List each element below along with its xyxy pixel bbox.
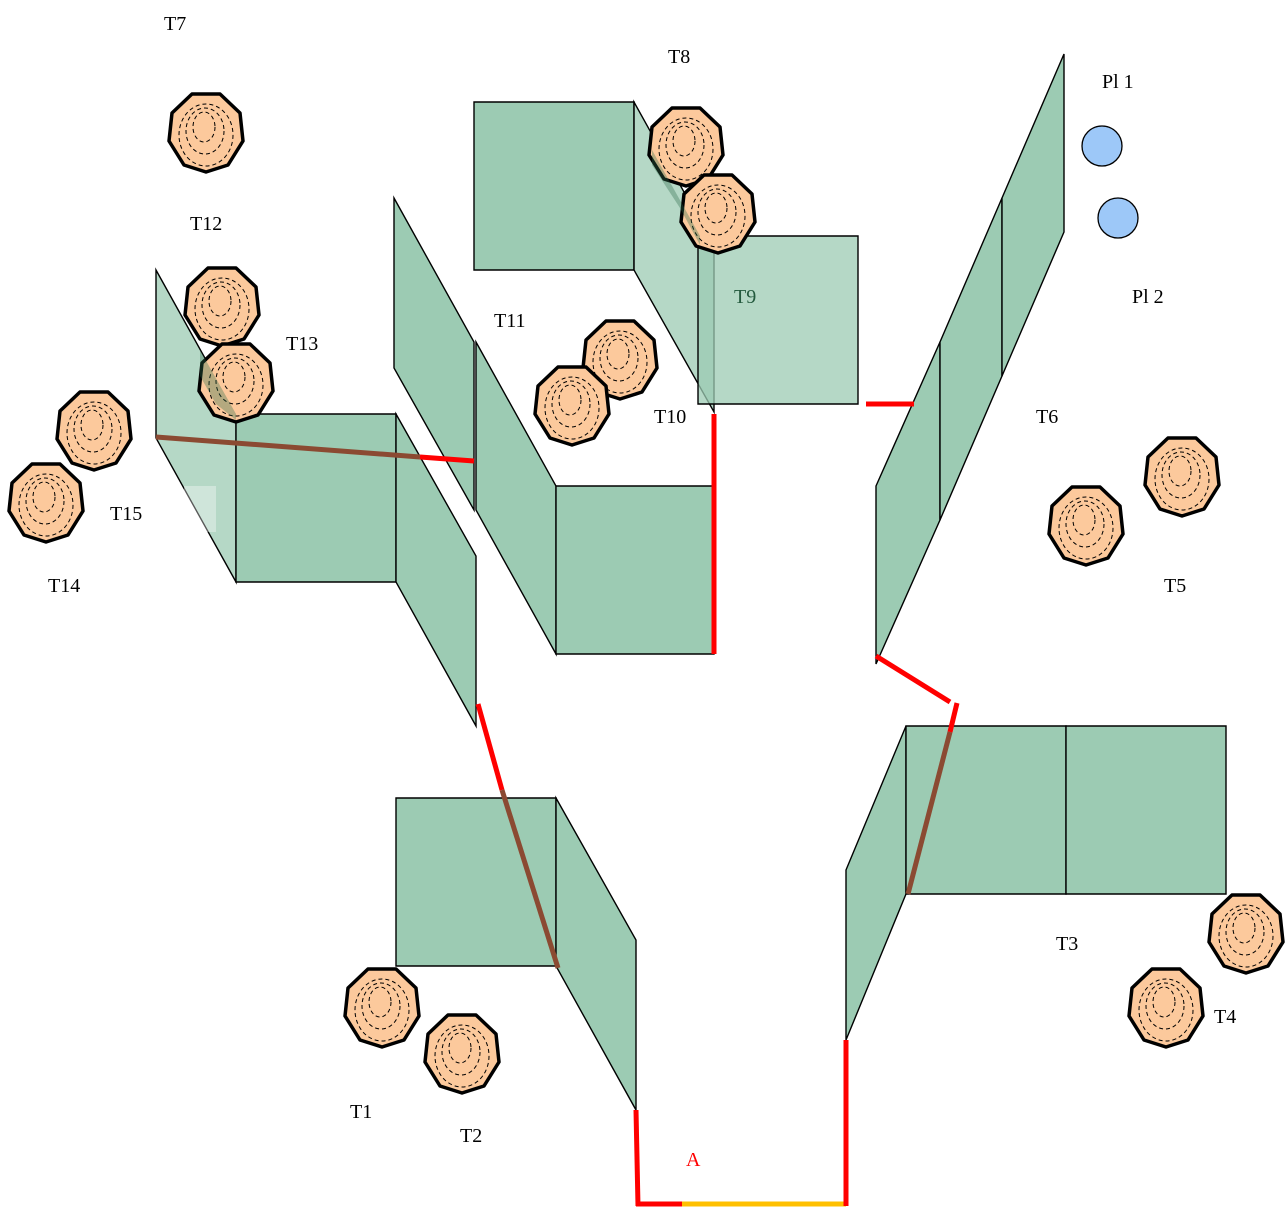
- overlap-shade: [652, 150, 700, 245]
- panel-bl-slant: [555, 795, 637, 1113]
- label-t7: T7: [164, 13, 186, 35]
- pl-markers: [1081, 125, 1139, 239]
- label-t4: T4: [1214, 1006, 1236, 1028]
- building-middle: [393, 195, 715, 657]
- tree-icon: [533, 365, 611, 447]
- tree-icon: [343, 967, 421, 1049]
- wall-red-gate-left: [633, 1109, 641, 1207]
- label-t8: T8: [668, 46, 690, 68]
- label-t15: T15: [110, 503, 142, 525]
- window-highlight: [184, 486, 216, 532]
- pl-marker-icon: [1081, 125, 1123, 167]
- panel-right-3: [1001, 53, 1065, 377]
- panel-top-square: [473, 101, 635, 271]
- walls: [155, 401, 960, 1207]
- label-t13: T13: [286, 333, 318, 355]
- overlap-shade: [200, 350, 236, 420]
- label-pl2: Pl 2: [1132, 286, 1164, 308]
- tree-icon: [183, 266, 261, 348]
- label-t9: T9: [734, 286, 756, 308]
- panel-br-square-2: [1065, 725, 1227, 895]
- tree-icon: [1047, 485, 1125, 567]
- label-t10: T10: [654, 406, 686, 428]
- wall-red-left-diag: [475, 703, 505, 791]
- tree-icon: [1207, 893, 1285, 975]
- panel-top-square-right: [697, 235, 859, 405]
- label-t12: T12: [190, 213, 222, 235]
- panel-tl-square: [235, 413, 397, 583]
- panel-right-1: [875, 341, 941, 665]
- label-t2: T2: [460, 1125, 482, 1147]
- label-a: A: [686, 1149, 701, 1171]
- panel-tl-slant-right: [395, 411, 477, 729]
- building-top-left: [155, 267, 477, 729]
- wall-red-top-left: [419, 454, 475, 464]
- panel-br-slant: [845, 725, 907, 1041]
- tree-icon: [7, 462, 85, 544]
- panel-mid-square: [555, 485, 715, 655]
- label-t3: T3: [1056, 933, 1078, 955]
- label-t5: T5: [1164, 575, 1186, 597]
- tree-icon: [167, 92, 245, 174]
- wall-red-right-diag: [874, 653, 952, 705]
- wall-red-right-small: [947, 702, 960, 733]
- label-t6: T6: [1036, 406, 1058, 428]
- label-pl1: Pl 1: [1102, 71, 1134, 93]
- tree-icon: [1143, 436, 1221, 518]
- wall-brown-top-left: [155, 434, 421, 460]
- labels: T7 T8 Pl 1 T12 T9 Pl 2 T11 T13 T10 T6 T1…: [48, 13, 1236, 1171]
- label-t14: T14: [48, 575, 80, 597]
- building-right: [875, 53, 1065, 665]
- building-bottom-right: [845, 725, 1227, 1041]
- tree-icon: [1127, 967, 1205, 1049]
- wall-brown-left: [499, 789, 561, 969]
- tree-icon: [55, 390, 133, 472]
- pl-marker-icon: [1097, 197, 1139, 239]
- tree-icon: [423, 1013, 501, 1095]
- label-t11: T11: [494, 310, 525, 332]
- panel-mid-slant-back: [393, 195, 475, 513]
- wall-brown-right: [905, 731, 953, 895]
- panel-right-2: [939, 197, 1003, 521]
- label-t1: T1: [350, 1101, 372, 1123]
- tree-icon: [679, 173, 757, 255]
- building-top-center: [473, 99, 859, 415]
